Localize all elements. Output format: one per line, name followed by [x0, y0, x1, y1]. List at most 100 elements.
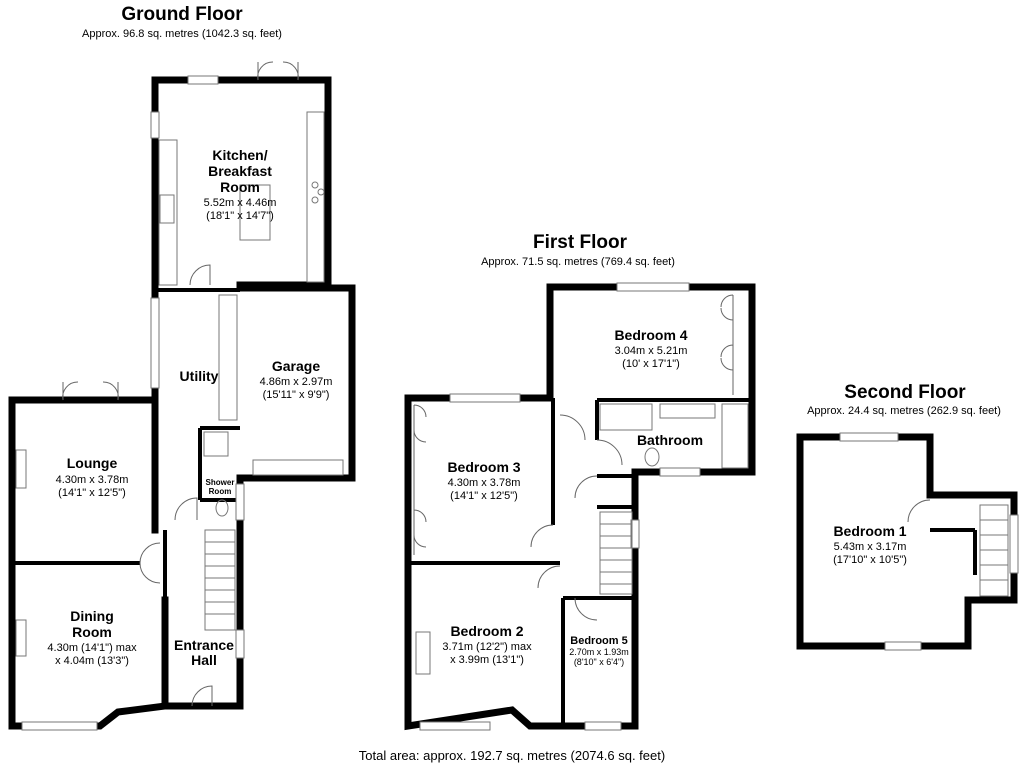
utility-counter: [218, 294, 238, 421]
bed1-dim-1: 5.43m x 3.17m: [834, 541, 907, 553]
bathroom-name: Bathroom: [637, 432, 703, 448]
ground-stairs: [204, 529, 236, 631]
bed2-name: Bedroom 2: [450, 623, 523, 639]
bed3-dim-1: 4.30m x 3.78m: [448, 477, 521, 489]
ground-floor-title: Ground Floor: [121, 4, 243, 25]
kitchen-sink-icon: [159, 194, 175, 224]
bed4-wardrobe-doors: [720, 294, 734, 395]
bed2-door: [537, 565, 561, 589]
hob-icon-3: [317, 188, 325, 196]
landing-door: [574, 475, 598, 499]
bed2-dim-2: x 3.99m (13'1"): [450, 654, 524, 666]
dining-door: [139, 562, 161, 584]
bed5-name: Bedroom 5: [570, 635, 627, 647]
first-floor-stairs: [599, 511, 633, 595]
second-floor-area: Approx. 24.4 sq. metres (262.9 sq. feet): [807, 405, 1001, 417]
bathroom-door: [596, 439, 623, 466]
bed3-wardrobe-doors: [413, 404, 427, 555]
kitchen-door: [189, 264, 211, 286]
lounge-door: [139, 542, 161, 564]
bed3-dim-2: (14'1" x 12'5"): [450, 490, 518, 502]
kitchen-worktop-left: [158, 139, 178, 286]
bed1-door: [907, 499, 931, 523]
second-floor-title: Second Floor: [844, 382, 966, 403]
garage-dim-2: (15'11" x 9'9"): [263, 389, 330, 401]
bathroom-basins: [659, 403, 716, 419]
front-door: [191, 685, 213, 707]
lounge-name: Lounge: [67, 455, 118, 471]
garage-name: Garage: [272, 358, 320, 374]
bed1-window-top: [839, 432, 899, 442]
bed1-name: Bedroom 1: [833, 523, 906, 539]
utility-name: Utility: [180, 368, 219, 384]
first-floor-plan: Bedroom 4 3.04m x 5.21m (10' x 17'1") Ba…: [404, 282, 756, 731]
dining-window: [21, 721, 98, 731]
kitchen-island: [239, 184, 271, 241]
second-floor-plan: Bedroom 1 5.43m x 3.17m (17'10" x 10'5"): [796, 432, 1019, 651]
bed4-dim-1: 3.04m x 5.21m: [615, 345, 688, 357]
dining-name-2: Room: [72, 624, 112, 640]
bathroom-bath: [721, 403, 749, 469]
hall-name-1: Entrance: [174, 637, 234, 653]
second-floor-stairs: [979, 504, 1009, 597]
bed3-window: [449, 393, 521, 403]
bed5-window: [584, 721, 622, 731]
bed4-dim-2: (10' x 17'1"): [622, 358, 680, 370]
first-floor-area: Approx. 71.5 sq. metres (769.4 sq. feet): [481, 256, 675, 268]
shower-name-2: Room: [209, 487, 232, 496]
shower-door: [174, 497, 198, 521]
hall-window: [235, 629, 245, 659]
lounge-dim-2: (14'1" x 12'5"): [58, 487, 126, 499]
garage-door: [252, 459, 344, 476]
bed3-door: [530, 524, 554, 548]
kitchen-dim-1: 5.52m x 4.46m: [204, 197, 277, 209]
kitchen-name-2: Breakfast: [208, 163, 272, 179]
dining-dim-1: 4.30m (14'1") max: [47, 642, 137, 654]
bed4-door: [559, 414, 586, 441]
dining-name-1: Dining: [70, 608, 114, 624]
bed2-window: [419, 721, 491, 731]
landing-window: [630, 519, 640, 549]
kitchen-window-top: [187, 75, 219, 85]
bed5-dim-2: (8'10" x 6'4"): [574, 657, 624, 667]
second-stairs-window: [1009, 514, 1019, 574]
kitchen-name-1: Kitchen/: [212, 147, 267, 163]
shower-name-1: Shower: [206, 478, 235, 487]
shower-toilet-icon: [215, 499, 229, 517]
shower-tray: [203, 431, 229, 457]
bed1-dim-2: (17'10" x 10'5"): [833, 554, 907, 566]
ground-floor-area: Approx. 96.8 sq. metres (1042.3 sq. feet…: [82, 28, 282, 40]
hall-right-wall: [161, 474, 244, 710]
bed4-name: Bedroom 4: [614, 327, 687, 343]
bathroom-toilet-icon: [644, 447, 660, 467]
kitchen-name-3: Room: [220, 179, 260, 195]
kitchen-worktop-right: [306, 111, 325, 283]
second-floor-outer-walls: [796, 433, 1018, 650]
hall-name-2: Hall: [191, 652, 217, 668]
hob-icon: [311, 181, 319, 189]
bed2-fireplace: [415, 631, 431, 675]
bed3-name: Bedroom 3: [447, 459, 520, 475]
garage-dim-1: 4.86m x 2.97m: [260, 376, 333, 388]
shower-window: [235, 483, 245, 521]
garage-walls: [236, 284, 356, 482]
bed5-dim-1: 2.70m x 1.93m: [569, 647, 629, 657]
bed4-window: [616, 282, 690, 292]
kitchen-dim-2: (18'1" x 14'7"): [206, 210, 274, 222]
lounge-fireplace: [15, 449, 27, 489]
kitchen-french-doors: [257, 61, 299, 81]
bathroom-shower: [599, 403, 653, 431]
bed2-dim-1: 3.71m (12'2") max: [442, 641, 532, 653]
total-area: Total area: approx. 192.7 sq. metres (20…: [358, 748, 666, 763]
ground-floor-plan: Kitchen/ Breakfast Room 5.52m x 4.46m (1…: [8, 61, 356, 731]
dining-fireplace: [15, 619, 27, 657]
utility-window: [150, 297, 160, 389]
bed5-door: [574, 597, 598, 621]
kitchen-window-left: [150, 111, 160, 139]
lounge-french-doors: [62, 381, 119, 401]
bathroom-window: [659, 467, 701, 477]
first-floor-title: First Floor: [533, 232, 627, 253]
lounge-dim-1: 4.30m x 3.78m: [56, 474, 129, 486]
hob-icon-2: [311, 196, 319, 204]
